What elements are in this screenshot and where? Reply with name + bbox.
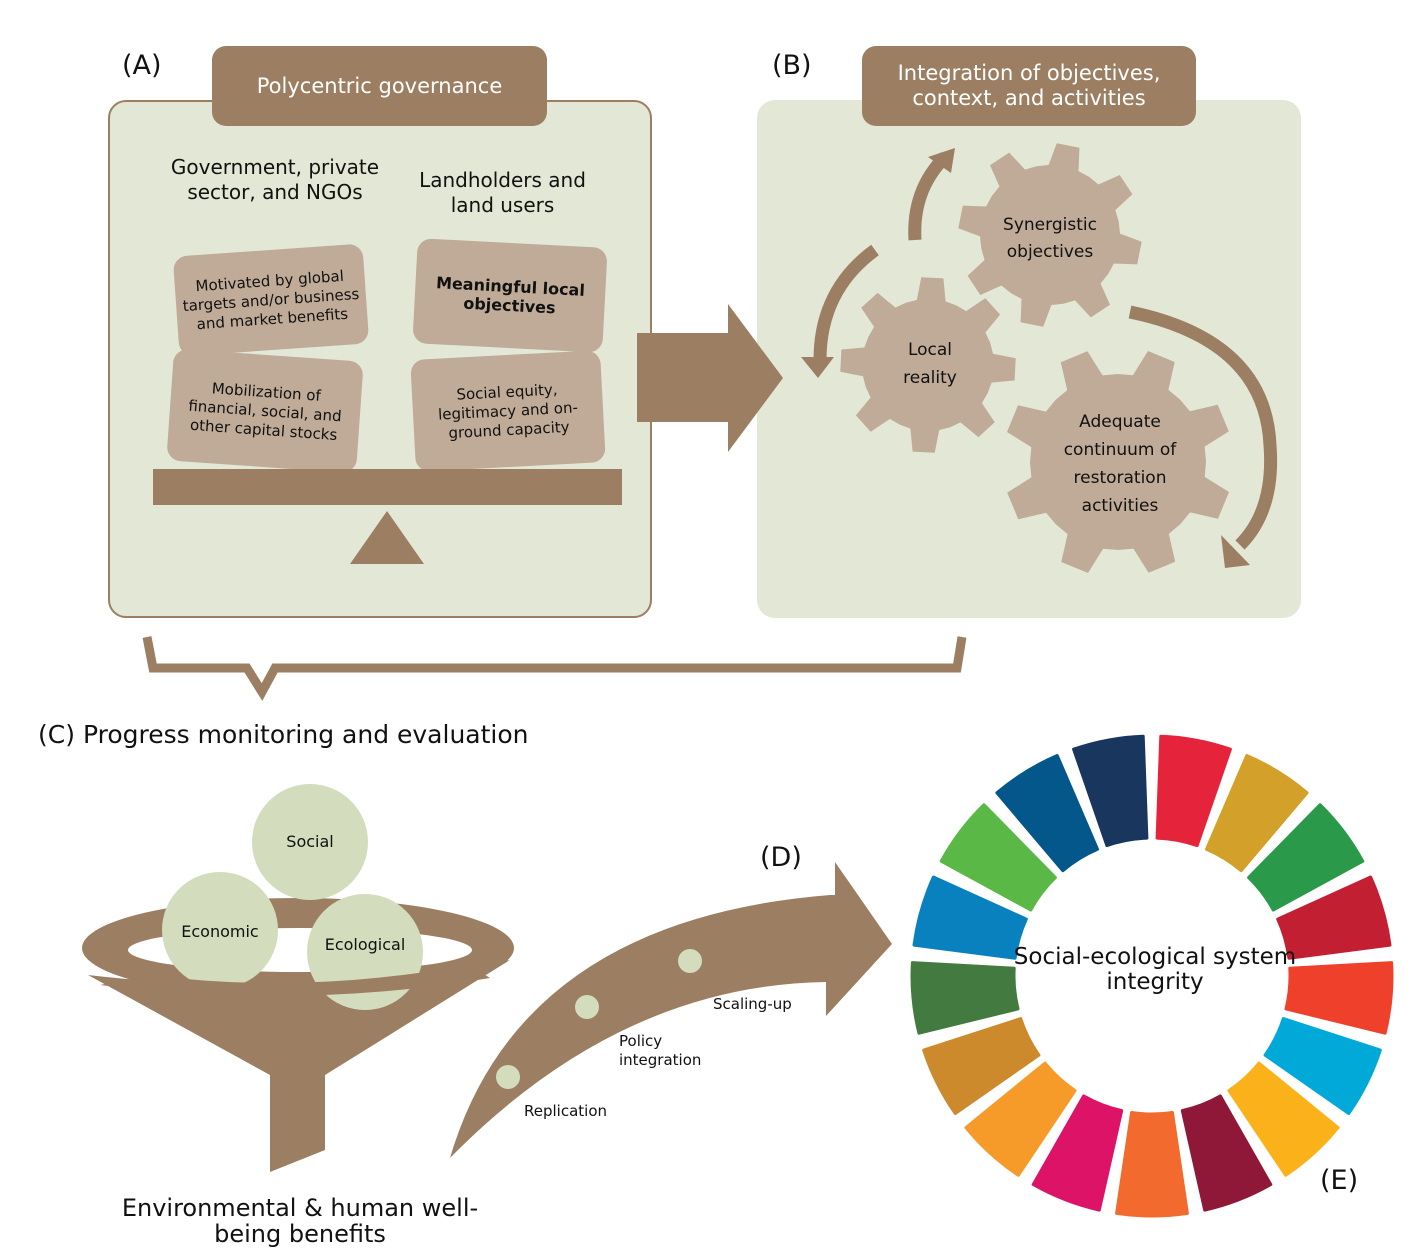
gear-label-synergistic: Synergistic objectives [1003,215,1097,262]
cycle-arrow-left-icon [801,244,879,378]
panel-e-letter: (E) [1320,1165,1359,1196]
sdg-segment-9 [1115,1111,1189,1218]
panel-c-header: (C)Progress monitoring and evaluation [38,720,529,749]
gear-adequate-continuum-icon [1007,351,1229,573]
gear-local-reality-icon [840,277,1016,453]
sdg-segment-8 [1180,1094,1273,1212]
funnel-rim-front [100,965,490,996]
social-ecological-label: Social-ecological system integrity [1013,944,1297,995]
sdg-segment-17 [1072,734,1149,848]
sdg-segment-3 [1247,803,1365,912]
stage-dot-scaling [678,949,702,973]
sdg-segment-12 [922,1017,1041,1115]
outcome-label: Environmental & human well-being benefit… [121,1194,479,1248]
scaling-arrow-icon [450,862,892,1158]
panel-d-letter: (D) [760,842,802,873]
gear-synergistic-objectives-icon [958,143,1142,327]
panel-c-title: Progress monitoring and evaluation [82,720,529,749]
funnel-icon [82,898,514,1172]
left-group-heading: Government, private sector, and NGOs [170,155,380,204]
sdg-segment-2 [1205,754,1309,873]
sdg-segment-6 [1263,1017,1382,1115]
ball-label-economic: Economic [181,922,259,941]
ball-social [252,784,368,900]
stage-label-replication: Replication [524,1102,608,1120]
ball-label-social: Social [286,832,334,851]
sdg-segment-14 [912,875,1028,960]
sdg-segment-10 [1031,1094,1124,1212]
balance-beam [153,469,622,505]
sdg-segment-16 [995,754,1099,873]
stage-dot-policy [575,995,599,1019]
balance-fulcrum-icon [350,511,424,564]
sdg-segment-11 [964,1061,1077,1177]
stage-label-policy-integration: Policy integration [619,1032,702,1069]
gear-label-local-reality: Local reality [903,340,957,388]
panel-c-letter: (C) [38,720,75,749]
a-to-b-arrow-icon [637,304,783,452]
ball-economic [162,872,278,988]
sdg-segment-7 [1227,1061,1340,1177]
panel-b-title: Integration of objectives, context, and … [862,46,1196,126]
gear-label-adequate: Adequate continuum of restoration activi… [1063,412,1177,516]
cycle-arrow-right-icon [1128,305,1278,568]
sdg-segment-4 [1276,875,1392,960]
sdg-segment-5 [1284,961,1394,1035]
sdg-ring [910,734,1394,1218]
ball-label-ecological: Ecological [324,935,406,954]
sdg-segment-1 [1155,734,1232,848]
stage-dot-replication [496,1065,520,1089]
panel-a-letter: (A) [122,50,162,81]
right-group-heading: Landholders and land users [419,168,586,217]
stage-label-scaling-up: Scaling-up [713,995,792,1013]
panel-a-title: Polycentric governance [212,46,547,126]
sdg-segment-13 [910,961,1020,1035]
panel-b-letter: (B) [772,50,812,81]
cycle-arrow-top-icon [908,148,955,241]
bracket-connector [142,636,967,701]
sdg-segment-15 [939,803,1057,912]
